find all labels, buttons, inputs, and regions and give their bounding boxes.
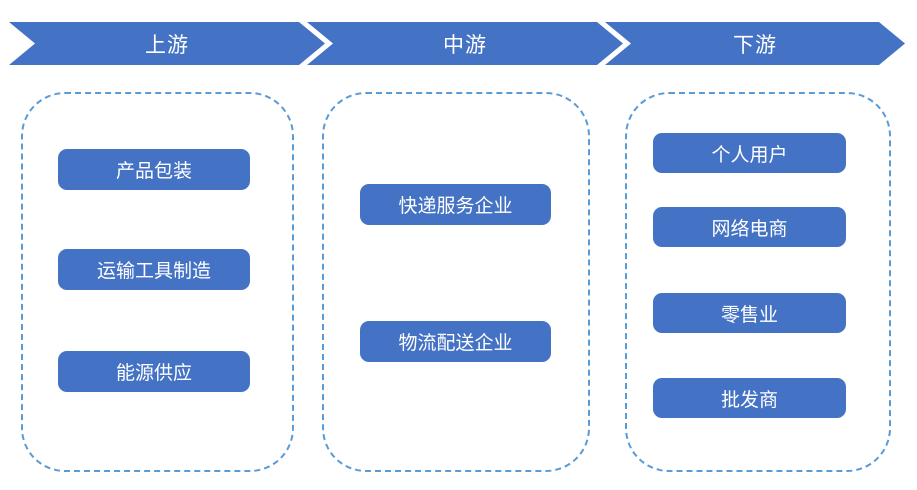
- item-box-online-ecommerce: 网络电商: [653, 207, 846, 247]
- stage-arrow-midstream-label: 中游: [443, 33, 487, 57]
- item-label: 网络电商: [711, 218, 788, 240]
- item-box-retail-industry: 零售业: [653, 293, 846, 333]
- item-box-energy-supply: 能源供应: [58, 351, 250, 392]
- item-box-transport-equipment-manufacturing: 运输工具制造: [58, 249, 250, 290]
- item-label: 产品包装: [115, 161, 192, 182]
- item-label: 快递服务企业: [398, 196, 513, 217]
- item-label: 个人用户: [711, 144, 788, 166]
- item-label: 能源供应: [115, 363, 192, 384]
- stage-arrow-upstream: 上游: [9, 22, 325, 65]
- item-label: 物流配送企业: [398, 333, 513, 354]
- item-box-logistics-distribution-companies: 物流配送企业: [360, 321, 551, 362]
- item-label: 零售业: [720, 304, 778, 326]
- item-label: 运输工具制造: [96, 261, 211, 282]
- item-box-wholesalers: 批发商: [653, 378, 846, 418]
- item-label: 批发商: [720, 389, 778, 411]
- stage-container-upstream: 产品包装 运输工具制造 能源供应: [21, 92, 294, 472]
- item-box-express-service-companies: 快递服务企业: [360, 184, 551, 225]
- stage-container-downstream: 个人用户 网络电商 零售业 批发商: [625, 92, 891, 472]
- stage-container-midstream: 快递服务企业 物流配送企业: [322, 92, 590, 472]
- stage-arrow-upstream-label: 上游: [145, 33, 189, 57]
- stage-arrow-downstream: 下游: [605, 22, 905, 65]
- stage-arrow-downstream-label: 下游: [733, 33, 777, 57]
- stage-arrow-midstream: 中游: [307, 22, 623, 65]
- item-box-individual-users: 个人用户: [653, 133, 846, 173]
- item-box-product-packaging: 产品包装: [58, 149, 250, 190]
